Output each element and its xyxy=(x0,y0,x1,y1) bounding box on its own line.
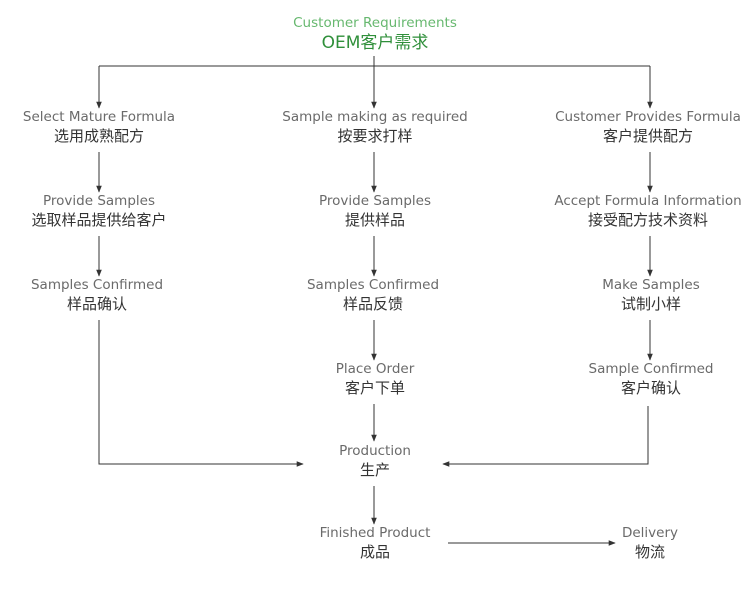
node-en: Accept Formula Information xyxy=(554,193,742,209)
node-en: Customer Provides Formula xyxy=(555,109,741,125)
left-node-1: Select Mature Formula 选用成熟配方 xyxy=(23,108,175,147)
right-node-1: Customer Provides Formula 客户提供配方 xyxy=(555,108,741,147)
header-node: Customer Requirements OEM客户需求 xyxy=(293,14,457,55)
node-zh: 客户确认 xyxy=(620,379,681,397)
right-to-production-arrow xyxy=(442,406,649,467)
node-en: Provide Samples xyxy=(319,193,431,209)
delivery-node: Delivery 物流 xyxy=(622,524,678,563)
node-en: Sample making as required xyxy=(282,109,468,125)
node-en: Make Samples xyxy=(602,277,700,293)
node-zh: 试制小样 xyxy=(620,295,682,313)
node-zh: 成品 xyxy=(359,543,391,561)
node-en: Place Order xyxy=(335,361,415,377)
node-zh: 样品确认 xyxy=(66,295,127,313)
node-en: Finished Product xyxy=(319,525,431,541)
node-zh: 提供样品 xyxy=(344,211,406,229)
left-node-2: Provide Samples 选取样品提供给客户 xyxy=(31,192,166,231)
node-zh: 按要求打样 xyxy=(337,127,413,145)
middle-node-3: Samples Confirmed 样品反馈 xyxy=(307,276,439,315)
right-node-3: Make Samples 试制小样 xyxy=(602,276,700,315)
middle-node-1: Sample making as required 按要求打样 xyxy=(282,108,467,147)
header-en: Customer Requirements xyxy=(293,15,457,31)
header-zh: OEM客户需求 xyxy=(321,33,429,53)
right-node-4: Sample Confirmed 客户确认 xyxy=(589,360,714,399)
node-zh: 选用成熟配方 xyxy=(53,127,144,145)
middle-node-2: Provide Samples 提供样品 xyxy=(319,192,431,231)
node-en: Production xyxy=(339,443,411,459)
node-zh: 物流 xyxy=(634,543,666,561)
middle-node-4: Place Order 客户下单 xyxy=(336,360,415,399)
node-zh: 客户下单 xyxy=(344,379,405,397)
node-en: Sample Confirmed xyxy=(588,361,714,377)
right-node-2: Accept Formula Information 接受配方技术资料 xyxy=(554,192,741,231)
node-en: Provide Samples xyxy=(43,193,155,209)
left-node-3: Samples Confirmed 样品确认 xyxy=(31,276,163,315)
node-en: Samples Confirmed xyxy=(306,277,440,293)
finished-product-node: Finished Product 成品 xyxy=(320,524,431,563)
node-en: Samples Confirmed xyxy=(30,277,164,293)
node-zh: 生产 xyxy=(359,461,391,479)
left-to-production-arrow xyxy=(98,320,304,467)
production-node: Production 生产 xyxy=(339,442,411,481)
node-en: Select Mature Formula xyxy=(22,109,176,125)
node-zh: 客户提供配方 xyxy=(602,127,693,145)
node-zh: 接受配方技术资料 xyxy=(587,211,709,229)
node-zh: 选取样品提供给客户 xyxy=(31,211,167,229)
node-en: Delivery xyxy=(621,525,679,541)
node-zh: 样品反馈 xyxy=(342,295,403,313)
